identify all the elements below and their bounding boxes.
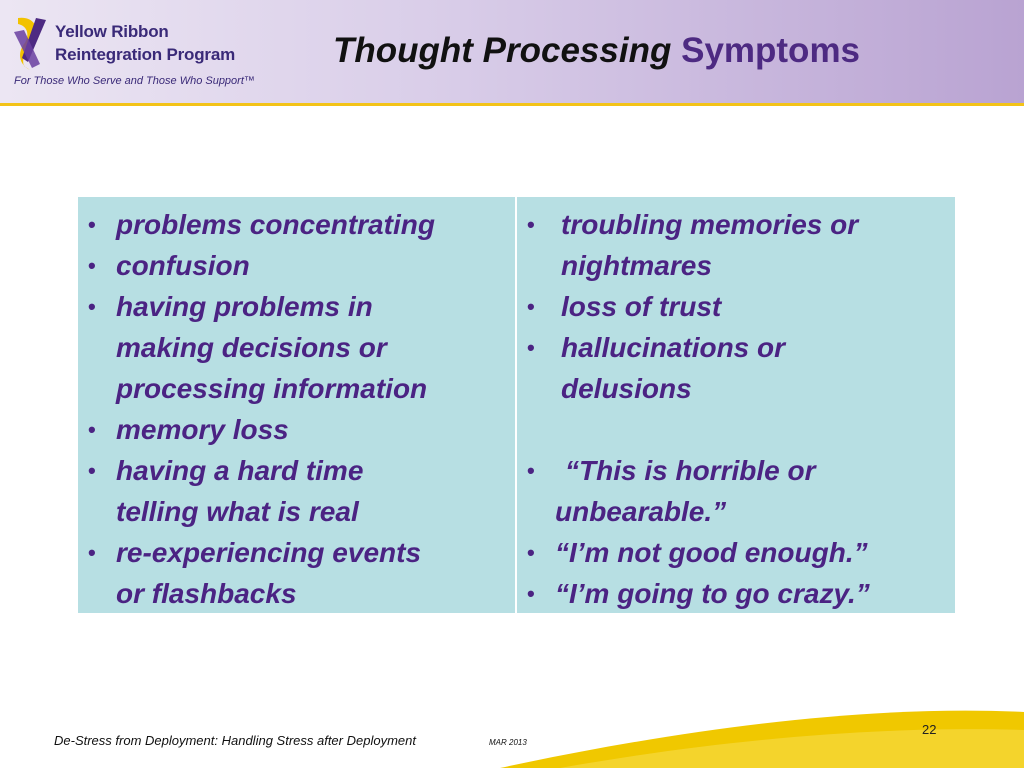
page-number: 22 <box>922 722 937 737</box>
footer-date: MAR 2013 <box>489 738 527 747</box>
bullet: • <box>527 540 535 565</box>
bullet: • <box>527 581 535 606</box>
bullet: • <box>527 294 535 319</box>
title-bold-part: Symptoms <box>681 31 861 70</box>
bullet: • <box>88 458 96 483</box>
symptoms-table: • problems concentrating • confusion • h… <box>77 196 956 614</box>
program-logo: Yellow Ribbon Reintegration Program For … <box>10 14 270 94</box>
logo-line-1: Yellow Ribbon <box>55 22 169 41</box>
right-column: • troubling memories or nightmares • los… <box>517 197 955 613</box>
bullet: • <box>88 253 96 278</box>
header-banner: Yellow Ribbon Reintegration Program For … <box>0 0 1024 106</box>
slide-title: Thought Processing Symptoms <box>333 31 861 71</box>
bullet: • <box>527 335 535 360</box>
logo-line-2: Reintegration Program <box>55 45 235 64</box>
logo-tagline: For Those Who Serve and Those Who Suppor… <box>14 75 255 87</box>
title-italic-part: Thought Processing <box>333 31 672 70</box>
footer-text: De-Stress from Deployment: Handling Stre… <box>54 733 416 748</box>
bullet: • <box>88 417 96 442</box>
left-column: • problems concentrating • confusion • h… <box>78 197 517 613</box>
bullet: • <box>527 212 535 237</box>
bullet: • <box>527 458 535 483</box>
bullet: • <box>88 540 96 565</box>
bullet: • <box>88 212 96 237</box>
bullet: • <box>88 294 96 319</box>
yellow-ribbon-icon <box>14 17 46 70</box>
